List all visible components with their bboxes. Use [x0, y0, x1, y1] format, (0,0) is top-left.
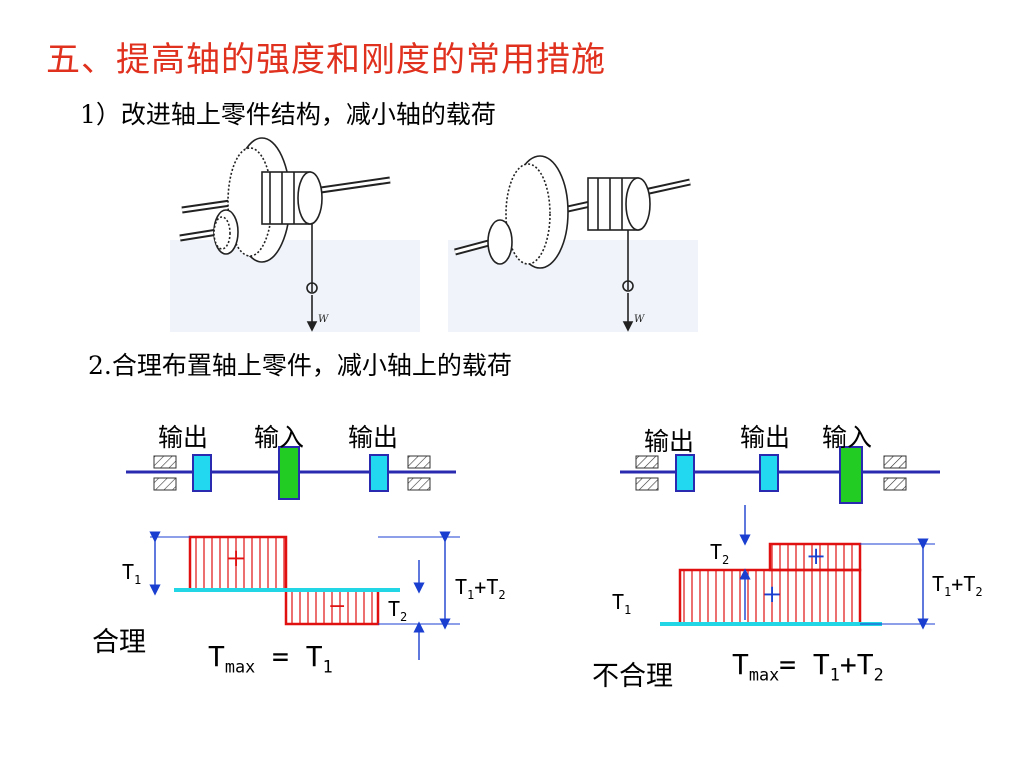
bearing: [883, 477, 907, 491]
tmax-right: Tmax= T1+T2: [732, 648, 884, 685]
bearing: [883, 455, 907, 469]
gear-output: [192, 454, 212, 492]
label-output-2: 输出: [740, 423, 791, 452]
label-output-1: 输出: [158, 423, 209, 452]
bearing: [153, 477, 177, 491]
plus-sign-bottom: +: [762, 580, 783, 608]
gear-input: [278, 446, 300, 500]
verdict-reasonable: 合理: [92, 627, 146, 658]
plus-sign-top: +: [806, 542, 827, 570]
bar-positive: [188, 535, 288, 592]
gear-output: [675, 454, 695, 492]
gear-input: [839, 446, 863, 504]
label-input: 输入: [822, 423, 873, 452]
bearing: [635, 477, 659, 491]
left-shaft-layout: [126, 446, 456, 500]
gear-output: [369, 454, 389, 492]
point-1-text: 1）改进轴上零件结构，减小轴的载荷: [80, 100, 496, 129]
label-t1: T1: [612, 590, 632, 617]
left-torque-chart: [149, 531, 460, 660]
load-label-right: W: [634, 314, 645, 325]
label-t1-plus-t2: T1+T2: [932, 572, 983, 599]
sketch-right: [448, 155, 698, 332]
bearing: [635, 455, 659, 469]
right-torque-chart: [660, 505, 935, 630]
label-t1-plus-t2: T1+T2: [455, 575, 506, 602]
load-label-left: W: [318, 314, 329, 325]
verdict-unreasonable: 不合理: [592, 661, 673, 692]
label-t1: T1: [122, 560, 142, 587]
point-2-text: 2.合理布置轴上零件，减小轴上的载荷: [88, 351, 512, 380]
bearing: [407, 477, 431, 491]
bar-upper: [768, 542, 862, 572]
label-output-2: 输出: [348, 423, 399, 452]
label-t2: T2: [388, 597, 408, 624]
bearing: [153, 455, 177, 469]
right-shaft-layout: [620, 446, 940, 504]
tmax-left: Tmax = T1: [208, 640, 333, 677]
label-output-1: 输出: [644, 427, 695, 456]
gear-output: [759, 454, 779, 492]
plus-sign: +: [226, 544, 247, 572]
sketch-left: [170, 137, 420, 332]
label-t2: T2: [710, 540, 730, 567]
page-title: 五、提高轴的强度和刚度的常用措施: [46, 40, 606, 80]
label-input: 输入: [254, 423, 305, 452]
bearing: [407, 455, 431, 469]
minus-sign: −: [328, 594, 347, 619]
